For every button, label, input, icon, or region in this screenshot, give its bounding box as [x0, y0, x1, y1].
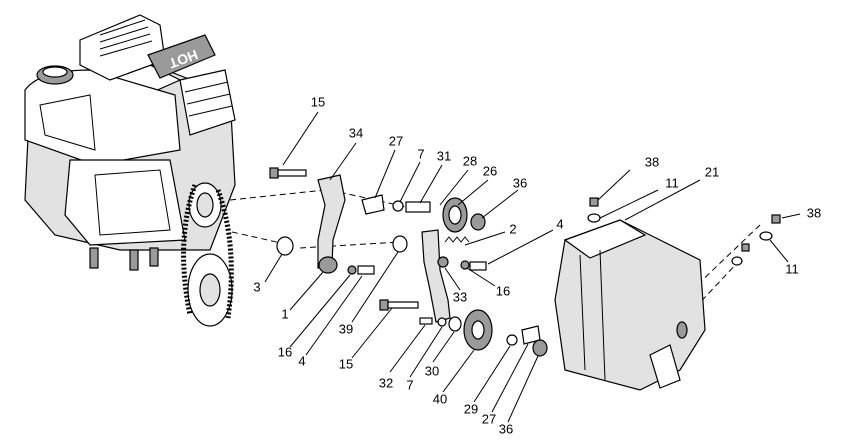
callout-29: 29	[464, 401, 478, 416]
callout-4-left: 4	[298, 353, 305, 368]
callout-11-left: 11	[665, 175, 679, 190]
callout-16-left: 16	[278, 344, 292, 359]
callout-33: 33	[453, 289, 467, 304]
callout-26: 26	[483, 163, 497, 178]
callout-36-top: 36	[513, 175, 527, 190]
callout-2: 2	[509, 221, 516, 236]
callout-27-top: 27	[389, 133, 403, 148]
callout-21: 21	[705, 164, 719, 179]
callout-3: 3	[253, 279, 260, 294]
leader-lines	[264, 111, 801, 423]
callout-7-bottom: 7	[406, 377, 413, 392]
callout-34: 34	[349, 125, 363, 140]
callout-30: 30	[425, 363, 439, 378]
alignment-lines	[229, 189, 761, 346]
callout-32: 32	[379, 375, 393, 390]
callout-28: 28	[463, 153, 477, 168]
callout-labels: 15 34 27 7 31 28 26 36 2 4 16 33 3 1 16 …	[253, 94, 821, 436]
callout-39: 39	[339, 321, 353, 336]
engine-assembly: HOT	[24, 14, 236, 327]
callout-36-bottom: 36	[499, 421, 513, 436]
callout-27-bottom: 27	[482, 411, 496, 426]
callout-15-bottom: 15	[339, 356, 353, 371]
callout-11-right: 11	[785, 261, 799, 276]
callout-15-top: 15	[311, 94, 325, 109]
callout-16-right: 16	[496, 283, 510, 298]
bracket-parts	[269, 167, 548, 357]
belt-guard	[554, 197, 781, 391]
callout-7-top: 7	[417, 146, 424, 161]
callout-1: 1	[281, 306, 288, 321]
callout-4-right: 4	[556, 216, 563, 231]
callout-31: 31	[437, 148, 451, 163]
callout-38-left: 38	[645, 154, 659, 169]
callout-38-right: 38	[807, 205, 821, 220]
callout-40: 40	[433, 391, 447, 406]
